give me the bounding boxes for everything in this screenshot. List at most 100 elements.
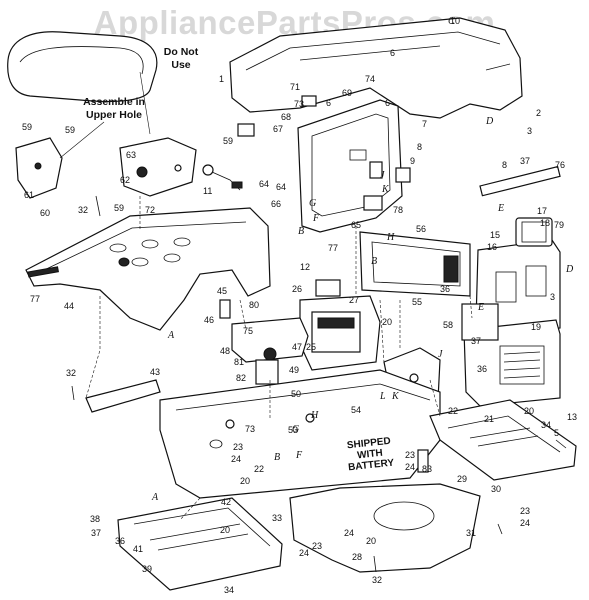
callout-label: 61 bbox=[24, 190, 34, 200]
hood-part[interactable] bbox=[229, 17, 523, 119]
callout-label: 15 bbox=[490, 230, 500, 240]
callout-label: 65 bbox=[351, 220, 361, 230]
callout-label: 32 bbox=[372, 575, 382, 585]
connection-letter: D bbox=[485, 116, 494, 127]
assembly-guide-lines bbox=[85, 196, 473, 521]
callout-label: 23 bbox=[312, 541, 322, 551]
callout-label: 45 bbox=[217, 286, 227, 296]
connection-letter: G bbox=[292, 424, 299, 435]
callout-label: 25 bbox=[306, 342, 316, 352]
callout-label: 75 bbox=[243, 326, 253, 336]
callout-label: 24 bbox=[231, 454, 241, 464]
connection-letter: K bbox=[381, 184, 390, 195]
callout-label: 23 bbox=[520, 506, 530, 516]
lower-front-panel-part[interactable] bbox=[461, 303, 561, 407]
callout-label: 59 bbox=[114, 203, 124, 213]
connection-letter: H bbox=[386, 232, 395, 243]
callout-label: 8 bbox=[502, 160, 507, 170]
callout-label: 67 bbox=[273, 124, 283, 134]
connection-letter: C bbox=[448, 16, 455, 27]
seat-part[interactable] bbox=[7, 31, 158, 103]
callout-label: 73 bbox=[294, 99, 304, 109]
callout-label: 76 bbox=[555, 160, 565, 170]
callout-label: 49 bbox=[289, 365, 299, 375]
callout-label: 5 bbox=[554, 428, 559, 438]
callout-label: 8 bbox=[417, 142, 422, 152]
connection-letter: L bbox=[379, 391, 386, 402]
callout-label: 83 bbox=[422, 464, 432, 474]
callout-label: 53 bbox=[288, 425, 298, 435]
callout-label: 37 bbox=[91, 528, 101, 538]
callout-label: 6 bbox=[390, 48, 395, 58]
callout-label: 62 bbox=[120, 175, 130, 185]
callout-label: 24 bbox=[405, 462, 415, 472]
callout-label: 80 bbox=[249, 300, 259, 310]
callout-label: 22 bbox=[448, 406, 458, 416]
callout-label: 56 bbox=[416, 224, 426, 234]
callout-labels: 1 2 3 3 5 6 6 6 7 8 8 9 10 11 12 13 15 1… bbox=[22, 16, 577, 595]
footrest-right-part[interactable] bbox=[429, 399, 577, 481]
callout-label: 69 bbox=[342, 88, 352, 98]
callout-label: 79 bbox=[554, 220, 564, 230]
callout-label: 30 bbox=[491, 484, 501, 494]
connection-letter: D bbox=[565, 264, 574, 275]
callout-label: 59 bbox=[22, 122, 32, 132]
callout-label: 2 bbox=[536, 108, 541, 118]
connection-letter: K bbox=[391, 391, 400, 402]
callout-label: 26 bbox=[292, 284, 302, 294]
do-not-use-note: Do Not Use bbox=[163, 46, 199, 71]
callout-label: 63 bbox=[126, 150, 136, 160]
callout-label: 16 bbox=[487, 242, 497, 252]
callout-label: 43 bbox=[150, 367, 160, 377]
callout-label: 81 bbox=[234, 357, 244, 367]
connection-letters: A A B B B C D D E E F F G G H H J J K K … bbox=[151, 16, 574, 503]
callout-label: 7 bbox=[422, 119, 427, 129]
callout-label: 28 bbox=[352, 552, 362, 562]
callout-label: 11 bbox=[203, 186, 212, 196]
callout-label: 6 bbox=[385, 98, 390, 108]
callout-label: 32 bbox=[66, 368, 76, 378]
callout-label: 36 bbox=[477, 364, 487, 374]
connection-letter: J bbox=[438, 349, 443, 360]
callout-label: 24 bbox=[344, 528, 354, 538]
callout-label: 27 bbox=[349, 295, 359, 305]
callout-label: 17 bbox=[537, 206, 547, 216]
callout-label: 71 bbox=[290, 82, 300, 92]
callout-label: 38 bbox=[90, 514, 100, 524]
callout-label: 60 bbox=[40, 208, 50, 218]
callout-label: 23 bbox=[233, 442, 243, 452]
callout-label: 55 bbox=[412, 297, 422, 307]
callout-label: 58 bbox=[443, 320, 453, 330]
connection-letter: E bbox=[477, 302, 484, 313]
shift-bracket-part[interactable] bbox=[231, 317, 309, 385]
frame-part[interactable] bbox=[159, 369, 441, 499]
steering-bracket-part[interactable] bbox=[119, 137, 197, 197]
connection-letter: A bbox=[151, 492, 159, 503]
callout-label: 10 bbox=[450, 16, 460, 26]
footrest-left-part[interactable] bbox=[117, 497, 283, 591]
callout-label: 3 bbox=[550, 292, 555, 302]
callout-label: 23 bbox=[405, 450, 415, 460]
battery-box-part[interactable] bbox=[299, 295, 381, 371]
callout-label: 82 bbox=[236, 373, 246, 383]
callout-label: 36 bbox=[440, 284, 450, 294]
connection-letter: B bbox=[298, 226, 304, 237]
callout-label: 33 bbox=[272, 513, 282, 523]
callout-label: 77 bbox=[30, 294, 40, 304]
hinge-bracket-part[interactable] bbox=[15, 137, 63, 199]
callout-label: 74 bbox=[365, 74, 375, 84]
rear-bar-part[interactable] bbox=[85, 379, 161, 413]
fender-part[interactable] bbox=[25, 207, 271, 331]
callout-label: 66 bbox=[271, 199, 281, 209]
callout-label: 68 bbox=[281, 112, 291, 122]
callout-label: 34 bbox=[541, 420, 551, 430]
callout-label: 59 bbox=[223, 136, 233, 146]
lower-frame-part[interactable] bbox=[289, 483, 481, 573]
callout-label: 44 bbox=[64, 301, 74, 311]
connection-letter: F bbox=[295, 450, 303, 461]
connection-letter: J bbox=[380, 170, 385, 181]
callout-label: 21 bbox=[484, 414, 494, 424]
small-hardware-parts[interactable] bbox=[71, 95, 567, 573]
ignition-switch-part[interactable] bbox=[202, 164, 243, 191]
callout-label: 24 bbox=[520, 518, 530, 528]
